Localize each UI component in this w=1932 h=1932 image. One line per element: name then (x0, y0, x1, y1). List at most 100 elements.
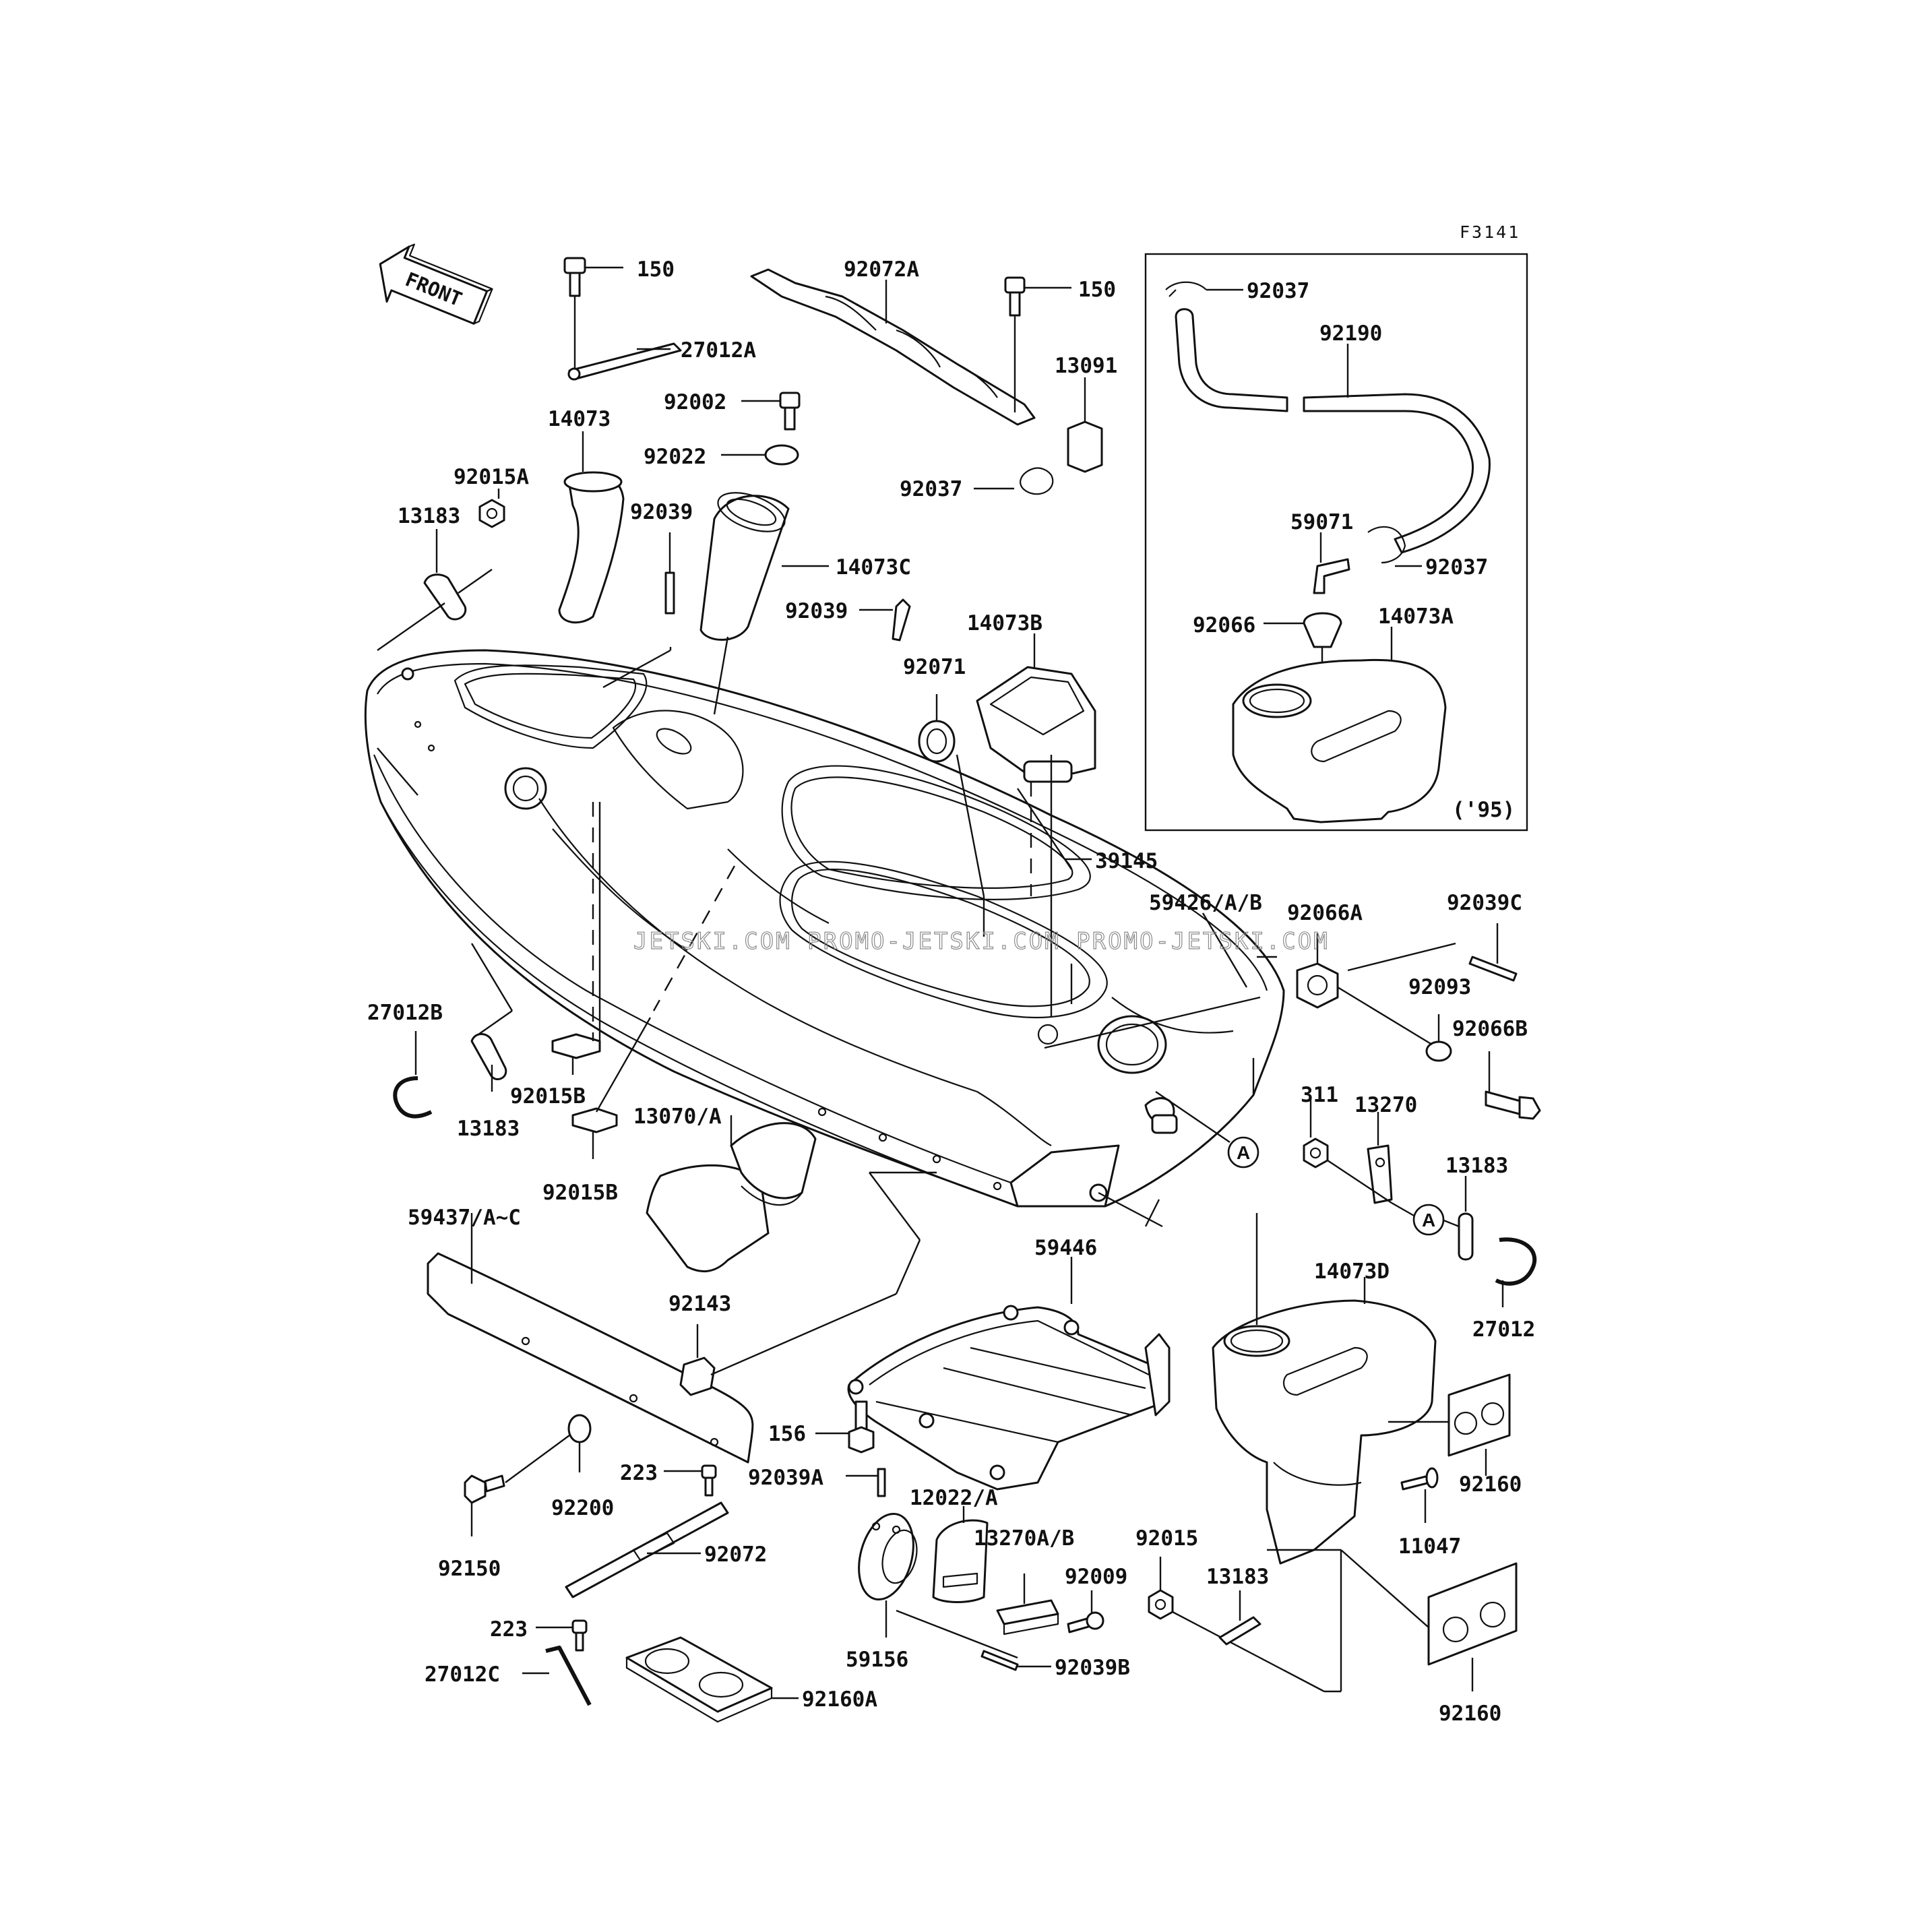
label-27012A: 27012A (681, 338, 756, 363)
screw-92009 (1067, 1590, 1104, 1633)
plate-12022A (932, 1506, 989, 1603)
ride-plate-59446 (847, 1257, 1171, 1491)
flange-59156 (858, 1512, 1018, 1659)
nut-92015 (1148, 1557, 1325, 1693)
label-59071: 59071 (1290, 510, 1353, 534)
label-92002: 92002 (664, 390, 726, 414)
label-59156: 59156 (846, 1648, 908, 1672)
pin-92039-left (664, 532, 675, 615)
pin-92039A (846, 1468, 886, 1497)
label-92039-right: 92039 (785, 599, 848, 623)
bolt-92066B (1485, 1051, 1541, 1120)
label-27012C: 27012C (425, 1662, 500, 1687)
label-223-lower: 223 (490, 1617, 528, 1642)
label-150-left: 150 (637, 257, 675, 282)
label-223-upper: 223 (620, 1461, 658, 1485)
part-labels: 150 27012A 92072A 150 13091 92002 14073 … (367, 257, 1535, 1726)
box-92160A (625, 1636, 799, 1723)
tank-14073D (1212, 1213, 1437, 1565)
label-311: 311 (1301, 1083, 1338, 1107)
label-92037-mid: 92037 (900, 477, 962, 501)
hull (364, 649, 1285, 1208)
pin-92039-right (859, 598, 911, 642)
ubolt-27012B (393, 1031, 433, 1119)
label-13183-bottom: 13183 (1206, 1565, 1269, 1589)
watermark: JETSKI.COM PROMO-JETSKI.COM PROMO-JETSKI… (633, 928, 1330, 955)
label-92015: 92015 (1135, 1526, 1198, 1551)
label-13183-top: 13183 (398, 504, 460, 528)
plate-13183-bottom (1218, 1590, 1261, 1646)
label-59446: 59446 (1034, 1236, 1097, 1260)
label-92066A: 92066A (1287, 901, 1363, 925)
label-92190: 92190 (1319, 321, 1382, 346)
label-92066B: 92066B (1452, 1017, 1528, 1041)
part-13091 (1067, 377, 1103, 473)
bolt-92150 (464, 1435, 570, 1536)
part-92143 (679, 1292, 897, 1396)
label-92039B: 92039B (1055, 1656, 1130, 1680)
label-14073D: 14073D (1314, 1259, 1390, 1284)
pin-92039C (1468, 923, 1518, 982)
nut-311 (1303, 1098, 1329, 1168)
label-92039A: 92039A (748, 1466, 823, 1490)
label-92160-upper: 92160 (1459, 1472, 1522, 1497)
filler-hose-14073 (558, 431, 625, 624)
svg-text:A: A (1422, 1210, 1435, 1230)
label-92093: 92093 (1408, 975, 1471, 999)
bolt-150-left (563, 257, 623, 374)
label-92072A: 92072A (844, 257, 919, 282)
label-92071: 92071 (903, 655, 966, 679)
label-92150: 92150 (438, 1557, 501, 1581)
label-92066: 92066 (1193, 613, 1255, 637)
leader-lines (377, 569, 1460, 1693)
washer-92022 (721, 444, 799, 466)
washer-92200 (567, 1414, 592, 1472)
label-92037-inset-top: 92037 (1247, 279, 1309, 303)
svg-text:A: A (1237, 1142, 1250, 1163)
pin-92039B (980, 1650, 1051, 1671)
plate-13183-top (423, 529, 467, 621)
reference-marker-a-bracket: A (1412, 1204, 1445, 1236)
ubolt-27012 (1495, 1237, 1536, 1307)
bolt-156 (815, 1400, 875, 1454)
label-92072: 92072 (704, 1543, 767, 1567)
front-arrow-icon: FRONT (379, 243, 493, 325)
bolt-150-right (1004, 276, 1071, 412)
bracket-13270 (1367, 1112, 1393, 1204)
rub-rail-59437 (427, 1213, 754, 1464)
label-13091: 13091 (1055, 354, 1117, 378)
pad-92015B-upper (551, 1033, 601, 1075)
label-92015B-upper: 92015B (510, 1084, 586, 1109)
label-92015B-lower: 92015B (542, 1181, 618, 1205)
label-27012B: 27012B (367, 1001, 443, 1025)
grommet-92071 (918, 694, 956, 763)
inset-95-panel: ('95) (1144, 253, 1528, 832)
label-14073: 14073 (548, 407, 611, 431)
label-12022A: 12022/A (910, 1486, 998, 1510)
label-14073A: 14073A (1378, 604, 1454, 629)
part-92066A (1296, 933, 1339, 1009)
label-59437: 59437/A~C (408, 1206, 521, 1230)
label-92015A: 92015A (454, 465, 529, 489)
label-13183-lower: 13183 (457, 1117, 520, 1141)
pad-92015B-lower (571, 1107, 618, 1159)
grate-13070A (646, 1115, 817, 1273)
label-13183-right: 13183 (1445, 1154, 1508, 1178)
label-92039-left: 92039 (630, 500, 693, 524)
label-156: 156 (768, 1422, 806, 1446)
bolt-92002 (741, 392, 801, 431)
block-13270AB (996, 1573, 1059, 1635)
label-92009: 92009 (1065, 1565, 1127, 1589)
label-14073B: 14073B (967, 611, 1042, 635)
label-27012: 27012 (1472, 1317, 1535, 1342)
label-150-right: 150 (1078, 278, 1116, 302)
label-13070A: 13070/A (633, 1104, 722, 1129)
strap-27012A (567, 342, 682, 381)
tow-strap-92072A (750, 268, 1036, 426)
label-92200: 92200 (551, 1496, 614, 1520)
inset-year-label: ('95) (1452, 798, 1515, 822)
label-92160A: 92160A (802, 1687, 877, 1712)
nut-92015A (478, 489, 505, 528)
pin-11047 (1400, 1467, 1439, 1523)
